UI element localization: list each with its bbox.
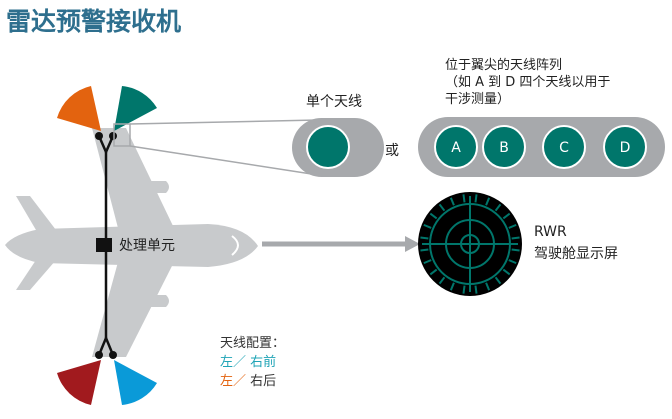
aircraft — [5, 128, 258, 357]
callout-box — [113, 123, 131, 147]
rwr-tick — [429, 268, 438, 276]
rwr-tick — [438, 203, 446, 212]
rwr-tick — [449, 282, 455, 291]
aircraft-nose — [231, 235, 239, 256]
rwr-tick — [511, 248, 520, 252]
engine-upper — [138, 181, 169, 193]
array-label-line2: （如 A 到 D 四个天线以用于 — [445, 75, 611, 90]
array-label-c: C — [559, 140, 569, 156]
array-antenna-b — [482, 125, 526, 169]
rwr-tick — [423, 223, 432, 229]
processing-unit — [96, 238, 112, 252]
aircraft-tail-lower — [16, 260, 56, 290]
config-front-left: 左／ — [220, 355, 247, 370]
rwr-tick — [502, 268, 511, 276]
rwr-tick — [502, 212, 511, 220]
aircraft-wing-upper — [92, 128, 174, 228]
config-rear-left: 左／ — [220, 374, 247, 389]
rwr-tick — [485, 282, 491, 291]
rwr-tick — [508, 223, 517, 229]
config-line-rear: 左／ 右后 — [220, 372, 285, 391]
callout-line — [129, 145, 319, 176]
rwr-tick — [494, 276, 502, 285]
config-heading: 天线配置： — [220, 336, 286, 351]
array-antenna-pod — [418, 117, 665, 177]
connector-dot — [95, 132, 103, 140]
single-antenna-label: 单个天线 — [306, 94, 362, 110]
aircraft-tail-upper — [16, 196, 56, 230]
signal-arrowhead — [405, 236, 420, 252]
connector-dot — [109, 351, 117, 359]
display-label: 驾驶舱显示屏 — [534, 246, 618, 262]
rwr-tick — [420, 248, 429, 252]
rwr-tick — [462, 285, 466, 294]
antenna-right-rear — [114, 360, 157, 405]
rwr-tick — [420, 236, 429, 240]
rwr-tick — [462, 194, 466, 203]
array-antenna-d — [603, 125, 647, 169]
or-label: 或 — [385, 143, 399, 159]
callout-line — [129, 119, 319, 125]
rwr-display — [418, 192, 522, 296]
connector-dot — [95, 351, 103, 359]
rwr-tick — [508, 259, 517, 265]
array-antenna-a — [434, 125, 478, 169]
rwr-tick — [485, 197, 491, 206]
connector-dot — [109, 132, 117, 140]
array-label-a: A — [451, 140, 461, 156]
rwr-tick — [474, 194, 478, 203]
array-antenna-c — [542, 125, 586, 169]
config-line-front: 左／ 右前 — [220, 353, 285, 372]
array-label-line3: 干涉测量） — [445, 92, 511, 107]
processor-label: 处理单元 — [119, 238, 175, 254]
engine-lower — [138, 295, 169, 307]
page-title: 雷达预警接收机 — [6, 7, 182, 36]
antenna-right-front — [114, 86, 157, 131]
rwr-tick — [511, 236, 520, 240]
aircraft-fuselage — [5, 224, 258, 267]
rwr-tick — [474, 285, 478, 294]
aircraft-wing-lower — [92, 262, 174, 357]
rwr-tick — [449, 197, 455, 206]
array-label-b: B — [499, 140, 509, 156]
rwr-tick — [438, 276, 446, 285]
config-rear-right: 右后 — [250, 374, 277, 389]
config-front-right: 右前 — [250, 355, 277, 370]
rwr-tick — [423, 259, 432, 265]
array-label-line1: 位于翼尖的天线阵列 — [445, 58, 563, 73]
antenna-left-front — [57, 86, 101, 131]
single-antenna — [306, 125, 350, 169]
rwr-label: RWR — [534, 224, 567, 240]
antenna-left-rear — [57, 360, 101, 405]
array-label-d: D — [620, 140, 631, 156]
rwr-tick — [429, 212, 438, 220]
antenna-config-legend: 天线配置： 左／ 右前 左／ 右后 — [220, 334, 285, 391]
rwr-tick — [494, 203, 502, 212]
